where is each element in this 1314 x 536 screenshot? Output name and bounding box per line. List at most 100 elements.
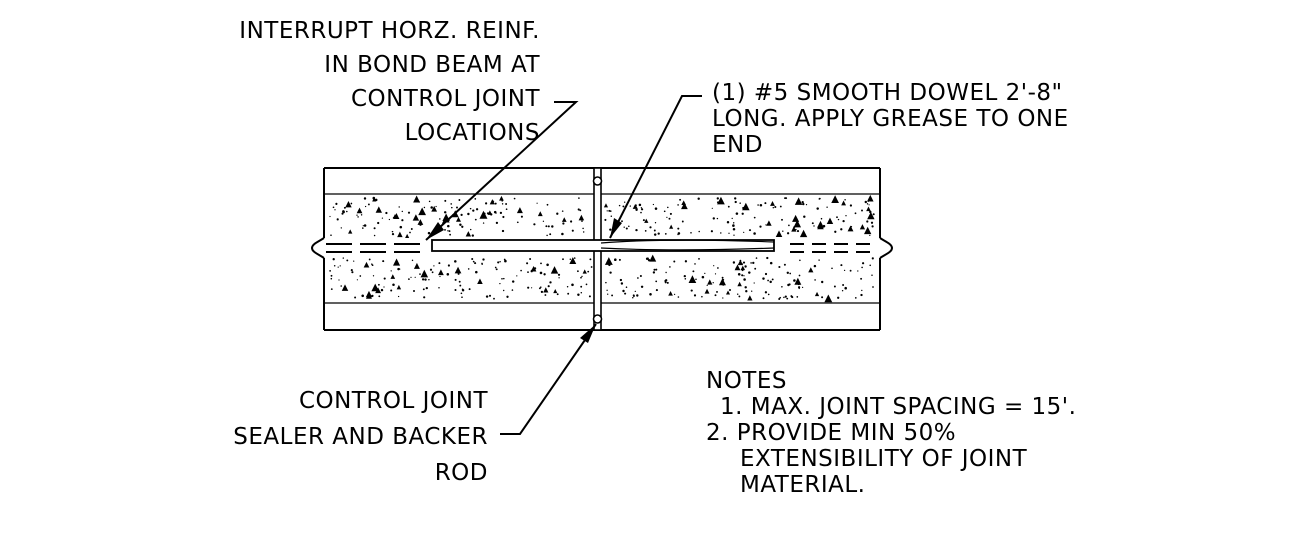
stipple-dot [732,224,735,227]
stipple-dot [847,225,854,232]
stipple-dot [341,284,349,291]
stipple-dot [786,297,789,300]
stipple-dot [372,197,377,202]
stipple-dot [831,267,833,270]
stipple-dot [735,212,739,215]
stipple-dot [677,296,680,298]
stipple-dot [860,293,863,297]
stipple-dot [493,297,495,300]
stipple-dot [385,211,388,215]
stipple-dot [501,277,503,280]
stipple-dot [653,268,656,271]
stipple-dot [859,224,866,230]
stipple-dot [350,269,353,272]
sealer-leader [500,323,597,435]
stipple-dot [348,229,353,234]
stipple-dot [757,204,759,206]
stipple-dot [363,224,367,227]
stipple-dot [567,292,570,295]
stipple-dot [438,262,441,265]
stipple-dot [742,202,750,211]
stipple-dot [457,272,460,275]
stipple-dot [669,224,674,229]
stipple-dot [624,201,626,203]
stipple-dot [871,225,874,228]
stipple-dot [610,215,613,218]
stipple-dot [460,292,463,295]
stipple-dot [475,208,479,211]
stipple-dot [342,210,345,213]
note-2-continued-2: MATERIAL. [740,472,866,498]
stipple-dot [786,232,790,235]
stipple-dot [811,222,814,225]
stipple-dot [743,278,746,281]
stipple-dot [360,214,363,216]
stipple-dot [640,207,643,209]
stipple-dot [377,221,380,225]
stipple-dot [482,258,485,261]
stipple-dot [866,220,869,223]
stipple-dot [461,225,464,228]
stipple-dot [737,273,741,276]
notes-block: NOTES 1. MAX. JOINT SPACING = 15'. 2. PR… [706,368,1076,498]
stipple-dot [372,196,376,200]
stipple-dot [609,228,612,231]
horizontal-reinforcement [326,243,878,253]
stipple-dot [625,227,628,230]
stipple-dot [393,258,401,266]
stipple-dot [330,274,333,277]
stipple-dot [861,262,865,265]
stipple-dot [577,208,580,211]
stipple-dot [378,295,381,298]
stipple-dot [833,285,836,288]
stipple-dot [579,209,582,212]
stipple-dot [456,216,461,222]
stipple-dot [799,229,808,238]
stipple-dot [527,271,529,273]
stipple-dot [793,279,796,282]
stipple-dot [332,258,335,261]
wall-section [310,167,894,331]
stipple-dot [371,294,374,298]
stipple-dot [710,230,713,233]
stipple-dot [582,269,587,274]
stipple-dot [448,230,451,233]
stipple-dot [427,231,431,235]
stipple-dot [870,221,874,224]
stipple-dot [814,291,820,297]
stipple-dot [495,212,497,214]
stipple-dot [716,290,718,293]
stipple-dot [733,234,735,236]
stipple-dot [632,297,634,299]
stipple-dot [681,202,688,210]
stipple-dot [371,264,374,267]
stipple-dot [717,196,725,205]
stipple-dot [653,229,656,232]
stipple-dot [577,270,579,273]
stipple-dot [578,214,585,221]
backer-rod-top [592,176,603,186]
stipple-dot [397,295,400,298]
stipple-dot [646,257,649,260]
stipple-dot [652,271,656,274]
stipple-dot [479,210,488,219]
stipple-dot [609,210,612,212]
stipple-dot [783,296,785,299]
stipple-dot [356,279,358,281]
stipple-dot [339,265,341,267]
stipple-dot [740,265,746,271]
stipple-dot [609,271,612,274]
stipple-dot [871,274,873,276]
stipple-dot [820,217,823,220]
stipple-dot [571,283,574,287]
stipple-dot [413,195,421,203]
stipple-dot [497,261,500,264]
stipple-dot [566,286,569,288]
stipple-dot [860,277,863,280]
stipple-dot [792,214,800,222]
stipple-dot [701,275,705,279]
stipple-dot [345,200,352,208]
stipple-dot [447,264,450,267]
stipple-dot [652,203,655,206]
stipple-dot [748,229,752,232]
